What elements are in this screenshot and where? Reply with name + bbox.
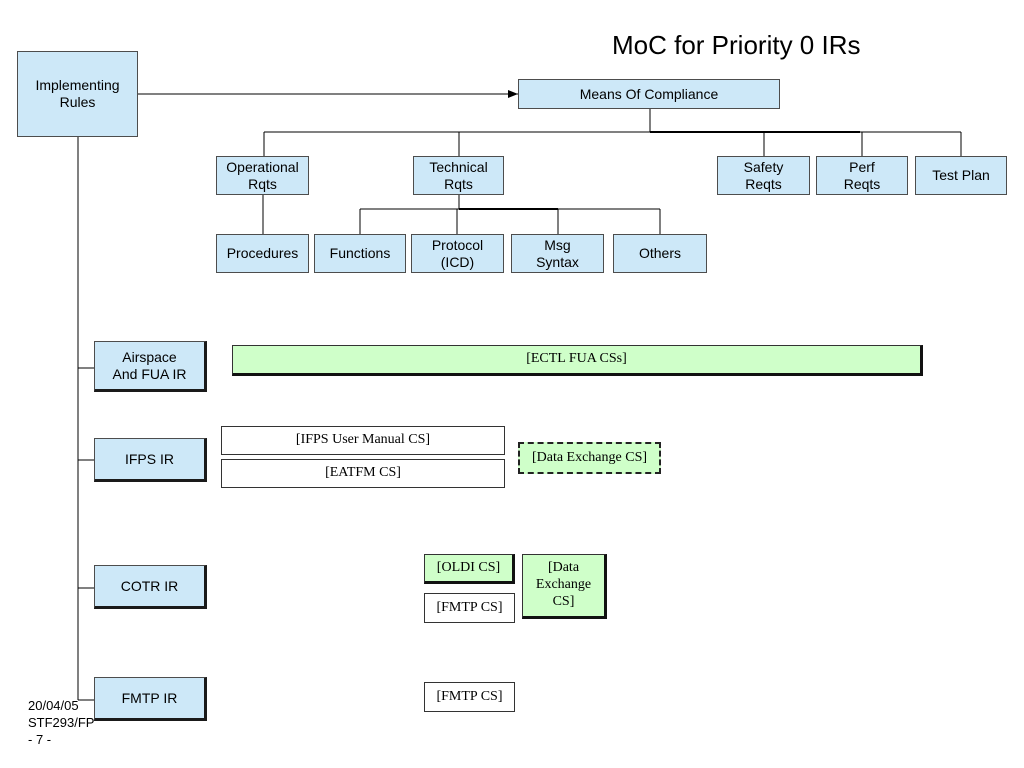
safety-reqts-box: Safety Reqts (717, 156, 810, 195)
data-exchange-cs-box: [Data Exchange CS] (518, 442, 661, 474)
perf-reqts-box: Perf Reqts (816, 156, 908, 195)
fmtp-cs-cotr-box: [FMTP CS] (424, 593, 515, 623)
ectl-fua-cs-box: [ECTL FUA CSs] (232, 345, 923, 376)
oldi-cs-box: [OLDI CS] (424, 554, 515, 584)
test-plan-box: Test Plan (915, 156, 1007, 195)
fmtp-cs-box: [FMTP CS] (424, 682, 515, 712)
protocol-icd-box: Protocol (ICD) (411, 234, 504, 273)
ifps-ir-box: IFPS IR (94, 438, 207, 482)
technical-rqts-box: Technical Rqts (413, 156, 504, 195)
operational-rqts-box: Operational Rqts (216, 156, 309, 195)
eatfm-cs-box: [EATFM CS] (221, 459, 505, 488)
means-of-compliance-box: Means Of Compliance (518, 79, 780, 109)
airspace-fua-ir-box: Airspace And FUA IR (94, 341, 207, 392)
others-box: Others (613, 234, 707, 273)
implementing-rules-box: Implementing Rules (17, 51, 138, 137)
data-exchange-cs-cotr-box: [Data Exchange CS] (522, 554, 607, 619)
fmtp-ir-box: FMTP IR (94, 677, 207, 721)
cotr-ir-box: COTR IR (94, 565, 207, 609)
page-title: MoC for Priority 0 IRs (612, 30, 861, 60)
functions-box: Functions (314, 234, 406, 273)
procedures-box: Procedures (216, 234, 309, 273)
msg-syntax-box: Msg Syntax (511, 234, 604, 273)
slide-footer: 20/04/05 STF293/FP - 7 - (28, 698, 95, 747)
ifps-user-manual-cs-box: [IFPS User Manual CS] (221, 426, 505, 455)
